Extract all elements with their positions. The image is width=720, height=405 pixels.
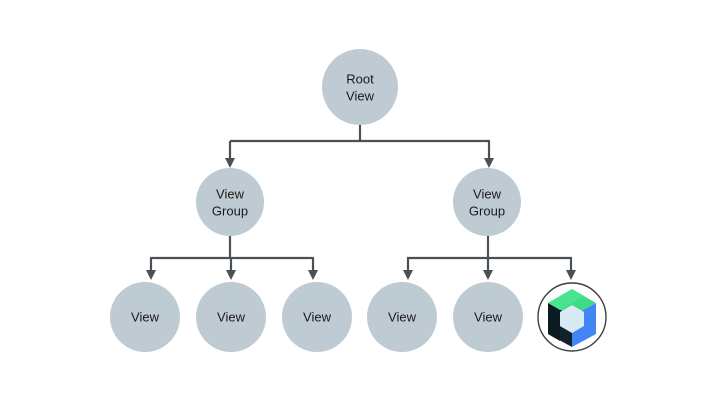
arrowhead-to-viewgroup-left [225,158,235,168]
compose-logo-inner-hexagon [560,305,584,333]
compose-logo-left-face-shade [548,303,560,341]
node-view-1[interactable]: View [110,282,180,352]
jetpack-compose-logo-icon [548,289,596,347]
node-view-3[interactable]: View [282,282,352,352]
view-group-left-circle [196,168,264,236]
arrowhead-to-viewgroup-right [484,158,494,168]
node-view-2[interactable]: View [196,282,266,352]
node-view-4[interactable]: View [367,282,437,352]
arrowhead-to-view-4 [403,270,413,280]
root-view-circle [322,49,398,125]
view-2-circle [196,282,266,352]
view-3-circle [282,282,352,352]
edge-viewgroup-left-to-views [146,236,318,280]
compose-logo-top-face-highlight [548,289,584,310]
view-1-circle [110,282,180,352]
arrowhead-to-view-5 [483,270,493,280]
node-view-5[interactable]: View [453,282,523,352]
node-root-view[interactable]: Root View [322,49,398,125]
node-view-group-right[interactable]: View Group [453,168,521,236]
arrowhead-to-view-1 [146,270,156,280]
edge-viewgroup-right-to-views [403,236,576,280]
node-view-group-left[interactable]: View Group [196,168,264,236]
arrowhead-to-view-2 [226,270,236,280]
node-compose[interactable] [537,282,607,352]
view-5-circle [453,282,523,352]
arrowhead-to-compose-node [566,270,576,280]
view-4-circle [367,282,437,352]
edge-root-to-viewgroups [225,125,494,168]
arrowhead-to-view-3 [308,270,318,280]
view-group-right-circle [453,168,521,236]
